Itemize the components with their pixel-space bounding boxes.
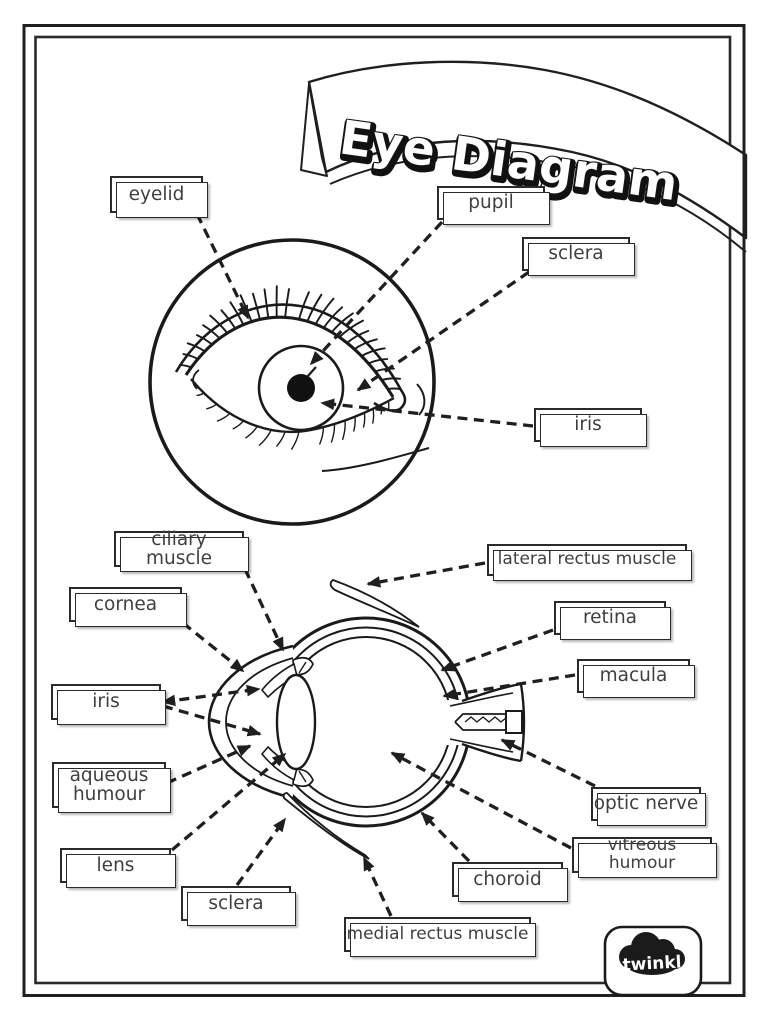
label-aqueous-humour-text: aqueous humour (69, 764, 149, 805)
optic-nerve-shape (449, 682, 526, 763)
line-sclera-top (356, 270, 530, 392)
twinkl-logo-text: twinkl (622, 952, 682, 975)
cornea-inner (225, 657, 294, 787)
label-optic-nerve: optic nerve (591, 787, 706, 826)
lateral-rectus-flap (329, 578, 420, 628)
line-ciliary-muscle (243, 568, 285, 652)
label-ciliary-muscle-text: ciliary muscle (145, 528, 213, 569)
label-sclera-side-text: sclera (208, 892, 264, 914)
label-iris-side-text: iris (92, 691, 120, 713)
external-eye-figure (148, 238, 436, 526)
page-border-outer (22, 24, 746, 997)
twinkl-cloud-icon (619, 932, 685, 975)
label-vitreous-humour: vitreous humour (572, 835, 717, 878)
line-sclera-side (235, 817, 287, 886)
label-macula-text: macula (599, 665, 668, 687)
label-optic-nerve-text: optic nerve (593, 793, 699, 815)
line-medial-rectus (362, 856, 393, 917)
outer-corner-line (416, 383, 426, 416)
twinkl-logo: twinkl (603, 925, 703, 997)
page-border-inner (34, 35, 732, 985)
label-eyelid-text: eyelid (128, 183, 185, 205)
label-cornea: cornea (69, 587, 187, 627)
line-vitreous-humour (390, 751, 572, 850)
label-lens-text: lens (96, 854, 135, 876)
label-iris-top: iris (534, 408, 647, 447)
line-iris-side-b (162, 704, 262, 737)
label-sclera-side: sclera (181, 886, 296, 926)
zonule-fibres (298, 661, 307, 783)
line-lateral-rectus (366, 561, 486, 588)
label-iris-side: iris (51, 684, 166, 725)
label-eyelid: eyelid (110, 176, 208, 218)
label-cornea-text: cornea (93, 593, 158, 615)
label-pupil-text: pupil (468, 192, 514, 214)
label-vitreous-humour-text: vitreous humour (607, 835, 677, 873)
line-macula (442, 673, 576, 700)
connector-lines (161, 213, 596, 917)
line-retina (440, 628, 554, 672)
medial-rectus-flap (282, 792, 370, 860)
line-choroid (420, 811, 471, 863)
eye-cross-section-figure (207, 578, 526, 860)
label-lens: lens (60, 848, 176, 888)
line-optic-nerve (500, 738, 596, 788)
label-medial-rectus-muscle: medial rectus muscle (344, 917, 536, 957)
external-eye-circle (148, 238, 436, 526)
label-retina-text: retina (582, 607, 638, 629)
label-sclera-top-text: sclera (548, 243, 604, 265)
line-aqueous-humour (166, 744, 252, 785)
upper-eyelid (184, 315, 395, 398)
label-medial-rectus-text: medial rectus muscle (346, 923, 529, 944)
inner-corner-line (192, 369, 200, 390)
line-cornea (181, 621, 245, 673)
line-pupil (309, 220, 444, 366)
label-macula: macula (577, 659, 695, 698)
label-aqueous-humour: aqueous humour (52, 762, 171, 813)
lens-shape (275, 673, 317, 771)
pupil-tick (306, 366, 317, 378)
label-lateral-rectus-muscle: lateral rectus muscle (487, 544, 692, 581)
label-choroid: choroid (452, 862, 568, 902)
label-iris-top-text: iris (574, 414, 602, 436)
line-iris-top (320, 398, 534, 428)
label-choroid-text: choroid (473, 868, 542, 890)
label-sclera-top: sclera (522, 237, 635, 276)
label-retina: retina (554, 601, 671, 640)
pupil-dot (287, 374, 315, 402)
label-ciliary-muscle: ciliary muscle (114, 528, 249, 572)
label-lateral-rectus-text: lateral rectus muscle (497, 549, 677, 570)
line-eyelid (195, 213, 250, 320)
label-pupil: pupil (437, 186, 550, 225)
lower-lid-crease (321, 447, 430, 472)
line-lens (170, 752, 287, 852)
